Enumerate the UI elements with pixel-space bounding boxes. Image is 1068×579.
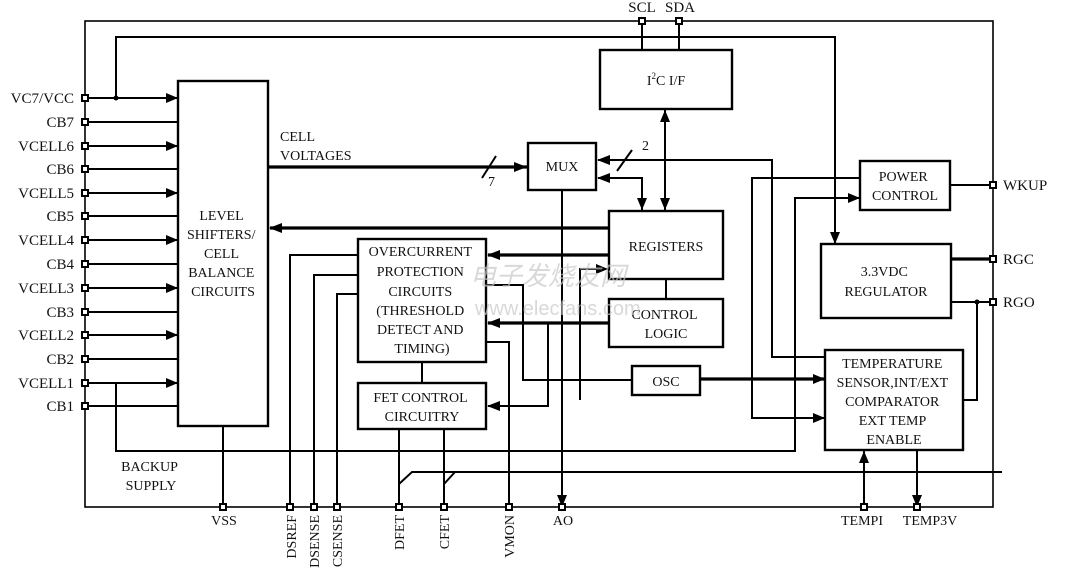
pin-label-vss: VSS — [211, 514, 237, 529]
i2c-block — [598, 48, 734, 111]
pin-label-temp3v: TEMP3V — [903, 514, 957, 529]
osc-label: OSC — [652, 375, 679, 390]
pin-label: CB1 — [46, 399, 74, 415]
mux-block — [526, 141, 598, 192]
arrow-head — [813, 374, 825, 384]
bus-slash — [616, 149, 633, 172]
arrow-head — [557, 495, 567, 507]
pin-label: CB4 — [46, 257, 74, 273]
pin-label-dsref: DSREF — [285, 515, 300, 559]
backup-supply-label: BACKUP SUPPLY — [121, 460, 181, 494]
arrow-head — [487, 401, 500, 411]
pin-label-vmon: VMON — [503, 515, 518, 558]
pin-label: CB6 — [46, 162, 74, 178]
arrow-head — [848, 193, 860, 203]
regulator-label: 3.3VDC REGULATOR — [845, 265, 929, 300]
arrow-head — [660, 198, 670, 210]
arrow-head — [813, 413, 825, 423]
arrow-head — [596, 264, 608, 274]
fet-feedback-wire — [398, 471, 1002, 485]
control-to-fet-wire — [488, 323, 549, 407]
pin-label-scl: SCL — [628, 0, 656, 16]
pin-label-rgc: RGC — [1003, 252, 1034, 268]
arrow-head — [487, 250, 500, 260]
arrow-head — [859, 451, 869, 463]
power-control-label: POWER CONTROL — [872, 170, 938, 204]
arrow-head — [660, 110, 670, 122]
fet-feedback-branch — [443, 471, 456, 485]
pin-label-csense: CSENSE — [331, 515, 346, 567]
regulator-block — [819, 242, 953, 320]
overcurrent-label: OVERCURRENT PROTECTION CIRCUITS (THRESHO… — [369, 245, 476, 357]
mux-registers-wire — [598, 177, 643, 210]
watermark-url: www.elecfans.com — [474, 298, 641, 320]
pin-label: CB7 — [46, 115, 74, 131]
left-input-wires — [85, 93, 178, 407]
control-logic-block — [607, 297, 725, 349]
rgo-temp-wire — [963, 302, 978, 401]
arrow-head — [830, 232, 840, 244]
temperature-label: TEMPERATURE SENSOR,INT/EXT COMPARATOR EX… — [837, 357, 952, 448]
pin-label: VCELL6 — [18, 139, 74, 155]
power-control-temp-wire — [751, 177, 860, 419]
overcurrent-osc-wire — [486, 284, 632, 381]
pin-label: CB5 — [46, 209, 74, 225]
pin-label: VCELL4 — [18, 233, 74, 249]
fet-control-label: FET CONTROL CIRCUITRY — [373, 391, 470, 425]
pin-label: CB2 — [46, 352, 74, 368]
pin-label: VC7/VCC — [11, 91, 74, 107]
dsense-wire — [313, 274, 358, 507]
arrow-head — [912, 495, 922, 507]
pin-label-dfet: DFET — [393, 515, 408, 550]
arrow-head — [514, 162, 527, 172]
pin-label-rgo: RGO — [1003, 295, 1035, 311]
bus-width-7: 7 — [488, 175, 495, 190]
registers-block — [607, 209, 725, 281]
temperature-block — [823, 348, 965, 452]
pin-label-wkup: WKUP — [1003, 178, 1047, 194]
pin-markers — [81, 17, 997, 511]
cell-voltages-label: CELL VOLTAGES — [280, 130, 351, 164]
level-shifters-block — [176, 79, 270, 428]
mux-label: MUX — [546, 160, 579, 175]
backup-supply-wire — [115, 197, 860, 452]
level-shifters-label: LEVEL SHIFTERS/ CELL BALANCE CIRCUITS — [187, 209, 259, 300]
pin-label-tempi: TEMPI — [841, 514, 883, 529]
arrow-head — [637, 198, 647, 210]
pin-label: VCELL2 — [18, 328, 74, 344]
arrow-head — [269, 223, 282, 233]
arrow-head — [597, 173, 610, 183]
dsref-wire — [289, 254, 358, 507]
pin-label-cfet: CFET — [438, 515, 453, 550]
vcc-rail-wire — [115, 36, 836, 243]
control-logic-label: CONTROL LOGIC — [631, 308, 700, 342]
bus-slash — [481, 155, 497, 179]
fet-control-block — [356, 381, 488, 431]
pin-label: CB3 — [46, 305, 74, 321]
mux-select-bus — [598, 159, 825, 358]
overcurrent-block — [356, 237, 488, 364]
pin-label-sda: SDA — [665, 0, 695, 16]
left-pin-labels: VC7/VCC CB7 VCELL6 CB6 VCELL5 CB5 VCELL4… — [11, 91, 75, 415]
pin-label: VCELL5 — [18, 186, 74, 202]
pin-label-ao: AO — [553, 514, 573, 529]
i2c-label: I2C I/F — [647, 71, 686, 89]
arrow-head — [597, 155, 610, 165]
vmon-wire — [486, 341, 510, 507]
registers-label: REGISTERS — [629, 240, 704, 255]
arrow-head — [487, 318, 500, 328]
pin-label: VCELL3 — [18, 281, 74, 297]
bus-width-2: 2 — [642, 139, 649, 154]
csense-wire — [336, 293, 358, 507]
pin-label-dsense: DSENSE — [308, 515, 323, 568]
pin-label: VCELL1 — [18, 376, 74, 392]
watermark-cn: 电子发烧友网 — [470, 261, 629, 291]
